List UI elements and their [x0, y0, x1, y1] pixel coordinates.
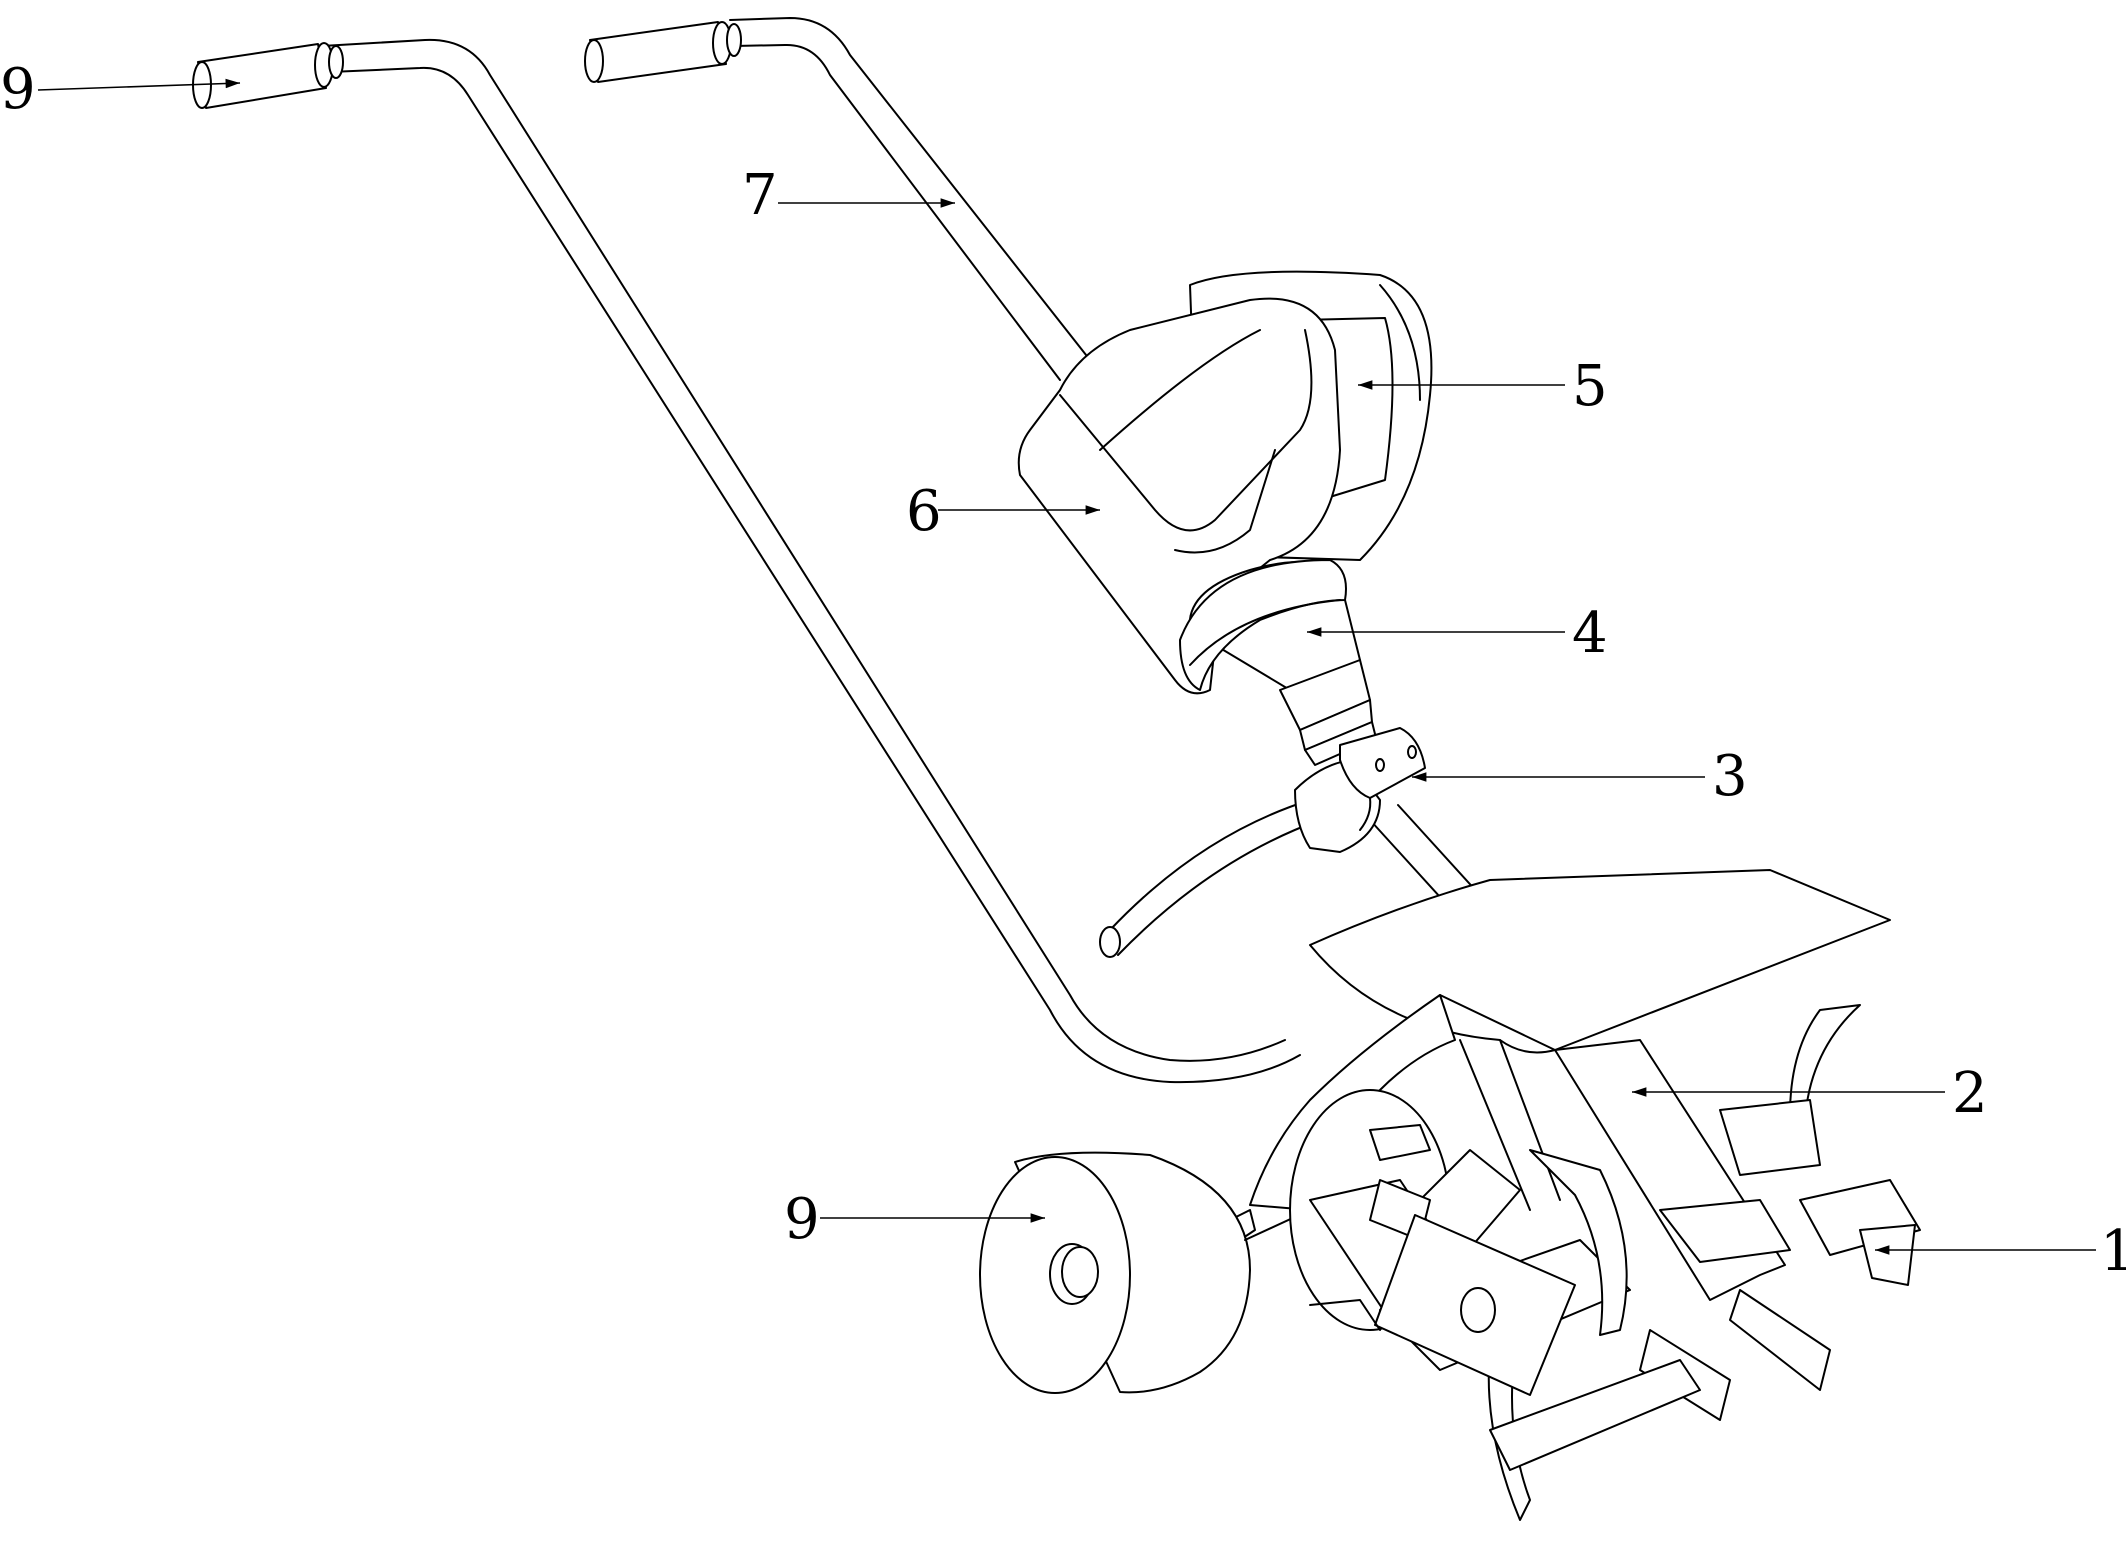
label-1: 1: [2100, 1219, 2126, 1284]
handle-clamp: [1294, 727, 1426, 853]
battery-pack: [1017, 297, 1341, 695]
label-5: 5: [1572, 354, 1608, 419]
label-2: 2: [1952, 1061, 1988, 1126]
leader-8: [37, 78, 241, 91]
hand-grip: [192, 21, 742, 109]
tiller-tine: [1289, 1004, 1921, 1521]
label-3: 3: [1712, 744, 1748, 809]
label-8: 9: [0, 57, 36, 122]
transport-wheel: [979, 1151, 1311, 1394]
label-9: 9: [784, 1187, 820, 1252]
label-6: 6: [906, 479, 942, 544]
callouts: 9 7 5 6 4 3 2 1 9: [0, 57, 2126, 1284]
label-4: 4: [1572, 601, 1608, 666]
gear-housing: [1179, 559, 1377, 766]
label-7: 7: [742, 163, 778, 228]
